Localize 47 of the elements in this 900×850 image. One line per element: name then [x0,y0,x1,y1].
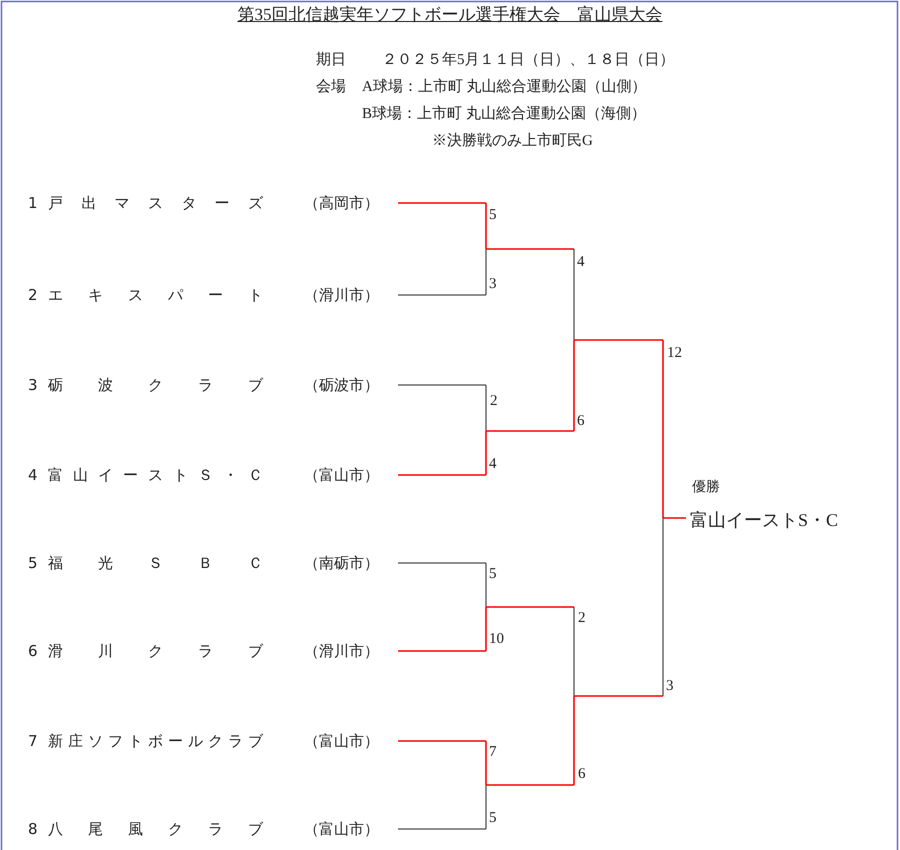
score: 4 [577,253,584,271]
seed-number: 1 [28,194,38,212]
venue-text: A球場：上市町 丸山総合運動公園（山側） [362,78,647,96]
score: 4 [489,455,496,473]
team-name: 福光ＳＢＣ [48,554,263,572]
score: 3 [489,275,496,293]
score: 5 [489,565,496,583]
score: 7 [489,743,496,761]
team-city: （富山市） [304,732,379,750]
date-text: ２０２５年5月１１日（日）、１８日（日） [382,51,674,69]
team-name: 滑川クラブ [48,642,263,660]
team-city: （砺波市） [304,376,379,394]
title: 第35回北信越実年ソフトボール選手権大会 富山県大会 [238,5,662,24]
seed-number: 2 [28,286,38,304]
score: 12 [667,344,682,362]
score: 6 [577,412,584,430]
team-city: （滑川市） [304,286,379,304]
score: 2 [578,609,586,627]
champion-name: 富山イーストS・C [690,511,838,529]
score: 3 [666,677,674,695]
seed-number: 5 [28,554,38,572]
team-name: 戸出マスターズ [48,194,263,212]
heading-label: 会場 [316,78,346,96]
team-city: （富山市） [304,820,379,838]
team-city: （高岡市） [304,194,379,212]
note-text: ※決勝戦のみ上市町民G [432,132,593,150]
seed-number: 4 [28,466,38,484]
team-name: 新庄ソフトボールクラブ [48,732,263,750]
seed-number: 3 [28,376,38,394]
team-city: （南砺市） [304,554,379,572]
score: 2 [490,392,498,410]
team-name: 富山イーストＳ・Ｃ [48,466,263,484]
champion-label: 優勝 [692,479,720,497]
team-name: 八尾風クラブ [48,820,263,838]
seed-number: 7 [28,732,38,750]
team-name: 砺波クラブ [48,376,263,394]
score: 6 [578,765,586,783]
heading-label: 期日 [316,51,346,69]
team-name: エキスパート [48,286,263,304]
seed-number: 8 [28,820,38,838]
score: 10 [489,630,504,648]
team-city: （滑川市） [304,642,379,660]
seed-number: 6 [28,642,38,660]
team-city: （富山市） [304,466,379,484]
score: 5 [489,809,496,827]
score: 5 [489,206,496,224]
venue-text: B球場：上市町 丸山総合運動公園（海側） [362,105,646,123]
